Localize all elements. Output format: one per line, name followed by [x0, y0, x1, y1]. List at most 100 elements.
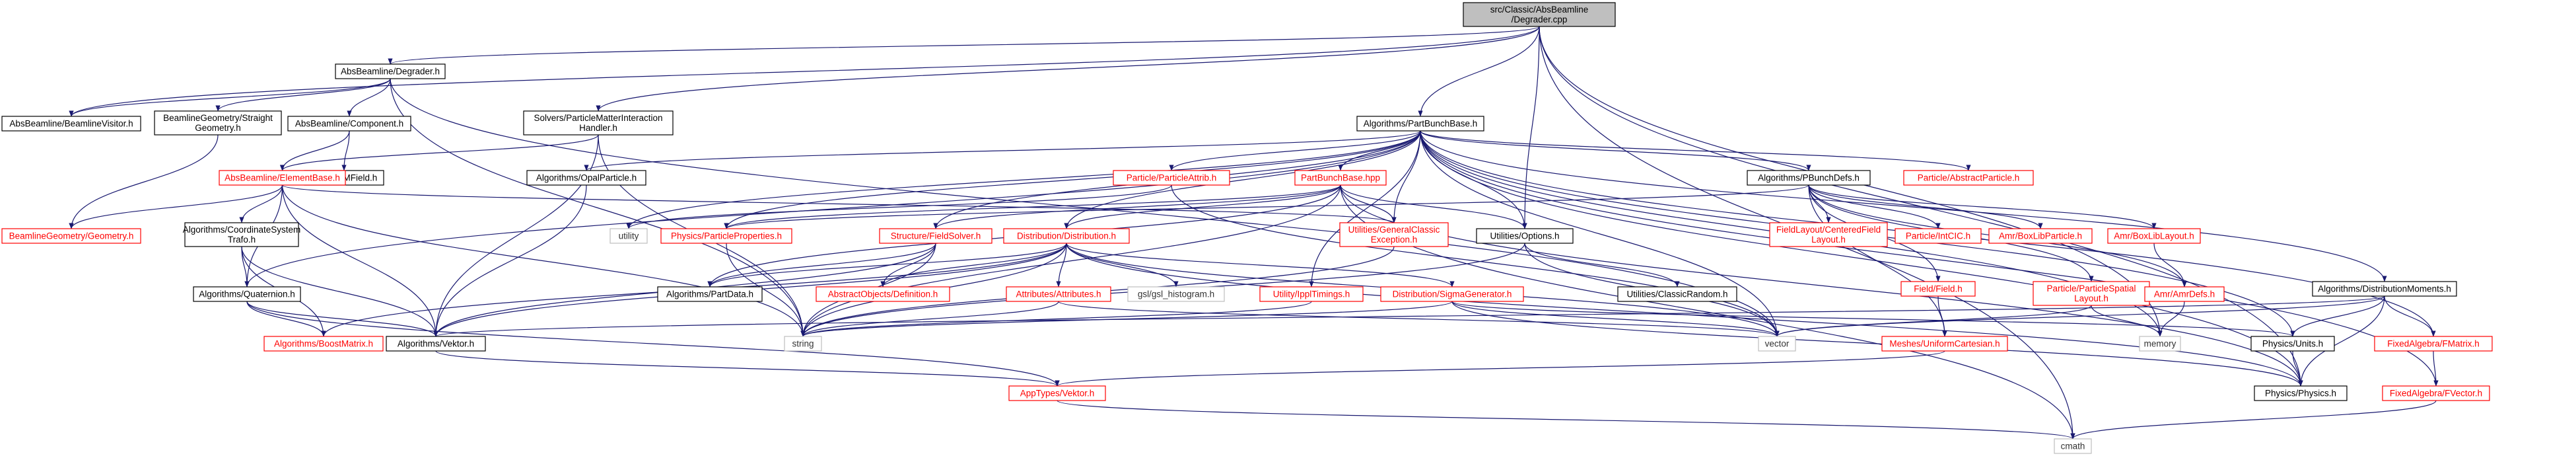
node-box-distribution[interactable] [1003, 228, 1130, 244]
node-distribution[interactable]: Distribution/Distribution.h [1003, 228, 1130, 244]
node-physics[interactable]: Physics/Physics.h [2254, 385, 2348, 401]
edge-particleattrib-to-utility [626, 184, 1172, 229]
node-box-fieldsolver[interactable] [879, 228, 992, 244]
node-elementbase[interactable]: AbsBeamline/ElementBase.h [219, 170, 346, 186]
node-box-uniformcart[interactable] [1881, 336, 2008, 352]
node-amrdefs[interactable]: Amr/AmrDefs.h [2144, 286, 2225, 302]
node-partdata[interactable]: Algorithms/PartData.h [657, 286, 763, 302]
node-box-boostmatrix[interactable] [263, 336, 384, 352]
node-label-distribution: Distribution/Distribution.h [1017, 231, 1116, 241]
node-classicrandom[interactable]: Utilities/ClassicRandom.h [1617, 286, 1737, 302]
node-box-cmath [2054, 438, 2092, 454]
edge-ipplTimings-to-string [800, 301, 1312, 337]
node-distmoments[interactable]: Algorithms/DistributionMoments.h [2312, 281, 2457, 297]
node-box-intcic[interactable] [1895, 228, 1982, 244]
node-box-fmatrix[interactable] [2374, 336, 2493, 352]
node-fvector[interactable]: FixedAlgebra/FVector.h [2382, 385, 2490, 401]
node-ipplTimings[interactable]: Utility/IpplTimings.h [1259, 286, 1364, 302]
node-boxlibparticle[interactable]: Amr/BoxLibParticle.h [1988, 228, 2093, 244]
node-box-apptypesvektor[interactable] [1008, 385, 1106, 401]
node-apptypesvektor[interactable]: AppTypes/Vektor.h [1008, 385, 1106, 401]
node-box-opalparticle[interactable] [526, 170, 646, 186]
node-intcic[interactable]: Particle/IntCIC.h [1895, 228, 1982, 244]
node-geometry[interactable]: BeamlineGeometry/Geometry.h [1, 228, 141, 244]
node-root[interactable]: src/Classic/AbsBeamline/Degrader.cpp [1463, 2, 1616, 27]
node-box-absobjdef[interactable] [816, 286, 950, 302]
node-box-particleattrib[interactable] [1113, 170, 1230, 186]
node-label-attributes: Attributes/Attributes.h [1016, 289, 1101, 299]
node-box-coordsys[interactable] [184, 222, 299, 247]
node-attributes[interactable]: Attributes/Attributes.h [1006, 286, 1111, 302]
node-fieldh[interactable]: Field/Field.h [1900, 281, 1976, 297]
node-vektor[interactable]: Algorithms/Vektor.h [386, 336, 486, 352]
node-box-sigmagen[interactable] [1380, 286, 1524, 302]
node-cmath: cmath [2054, 438, 2092, 454]
node-box-beamlinevisitor[interactable] [1, 116, 141, 132]
edge-elementbase-to-vektor [281, 184, 438, 337]
node-abstractparticle[interactable]: Particle/AbstractParticle.h [1903, 170, 2034, 186]
node-box-degrader_h[interactable] [335, 63, 446, 79]
node-beamlinevisitor[interactable]: AbsBeamline/BeamlineVisitor.h [1, 116, 141, 132]
node-units[interactable]: Physics/Units.h [2250, 336, 2335, 352]
node-box-straightgeom[interactable] [154, 110, 282, 135]
node-box-physics[interactable] [2254, 385, 2348, 401]
edge-partbunchbase-to-quaternion [244, 130, 1421, 288]
node-pbunchdefs[interactable]: Algorithms/PBunchDefs.h [1747, 170, 1871, 186]
node-box-fieldh[interactable] [1900, 281, 1976, 297]
edge-partbunchbase-to-partbunchbasehpp [1338, 130, 1421, 171]
node-box-geometry[interactable] [1, 228, 141, 244]
node-box-vektor[interactable] [386, 336, 486, 352]
node-boostmatrix[interactable]: Algorithms/BoostMatrix.h [263, 336, 384, 352]
node-particleattrib[interactable]: Particle/ParticleAttrib.h [1113, 170, 1230, 186]
node-box-partbunchbase[interactable] [1356, 116, 1484, 132]
node-box-boxliblayout[interactable] [2107, 228, 2201, 244]
node-box-amrdefs[interactable] [2144, 286, 2225, 302]
node-pmih[interactable]: Solvers/ParticleMatterInteractionHandler… [523, 110, 674, 135]
node-box-physprops[interactable] [660, 228, 792, 244]
node-box-root[interactable] [1463, 2, 1616, 27]
node-box-options[interactable] [1476, 228, 1574, 244]
node-box-partbunchbasehpp[interactable] [1294, 170, 1387, 186]
node-fieldsolver[interactable]: Structure/FieldSolver.h [879, 228, 992, 244]
node-box-boxlibparticle[interactable] [1988, 228, 2093, 244]
node-box-centeredfield[interactable] [1769, 222, 1888, 247]
node-box-abstractparticle[interactable] [1903, 170, 2034, 186]
node-box-classicrandom[interactable] [1617, 286, 1737, 302]
node-box-ipplTimings[interactable] [1259, 286, 1364, 302]
node-box-fvector[interactable] [2382, 385, 2490, 401]
node-box-attributes[interactable] [1006, 286, 1111, 302]
node-box-distmoments[interactable] [2312, 281, 2457, 297]
node-uniformcart[interactable]: Meshes/UniformCartesian.h [1881, 336, 2008, 352]
node-physprops[interactable]: Physics/ParticleProperties.h [660, 228, 792, 244]
node-box-quaternion[interactable] [193, 286, 301, 302]
node-partbunchbasehpp[interactable]: PartBunchBase.hpp [1294, 170, 1387, 186]
node-degrader_h[interactable]: AbsBeamline/Degrader.h [335, 63, 446, 79]
node-partbunchbase[interactable]: Algorithms/PartBunchBase.h [1356, 116, 1484, 132]
node-label-ipplTimings: Utility/IpplTimings.h [1273, 289, 1350, 299]
node-opalparticle[interactable]: Algorithms/OpalParticle.h [526, 170, 646, 186]
node-boxliblayout[interactable]: Amr/BoxLibLayout.h [2107, 228, 2201, 244]
node-box-partdata[interactable] [657, 286, 763, 302]
edge-distmoments-to-fmatrix [2384, 295, 2436, 337]
node-options[interactable]: Utilities/Options.h [1476, 228, 1574, 244]
node-quaternion[interactable]: Algorithms/Quaternion.h [193, 286, 301, 302]
node-box-pmih[interactable] [523, 110, 674, 135]
node-box-component[interactable] [287, 116, 411, 132]
node-box-genexc[interactable] [1339, 222, 1449, 247]
node-sigmagen[interactable]: Distribution/SigmaGenerator.h [1380, 286, 1524, 302]
node-component[interactable]: AbsBeamline/Component.h [287, 116, 411, 132]
node-box-elementbase[interactable] [219, 170, 346, 186]
edge-partbunchbase-to-particleattrib [1169, 130, 1421, 171]
node-box-spatiallayout[interactable] [2033, 281, 2150, 306]
node-absobjdef[interactable]: AbstractObjects/Definition.h [816, 286, 950, 302]
node-fmatrix[interactable]: FixedAlgebra/FMatrix.h [2374, 336, 2493, 352]
node-box-pbunchdefs[interactable] [1747, 170, 1871, 186]
edge-pbunchdefs-to-boxliblayout [1808, 184, 2157, 229]
node-box-units[interactable] [2250, 336, 2335, 352]
node-label-string: string [792, 339, 814, 349]
